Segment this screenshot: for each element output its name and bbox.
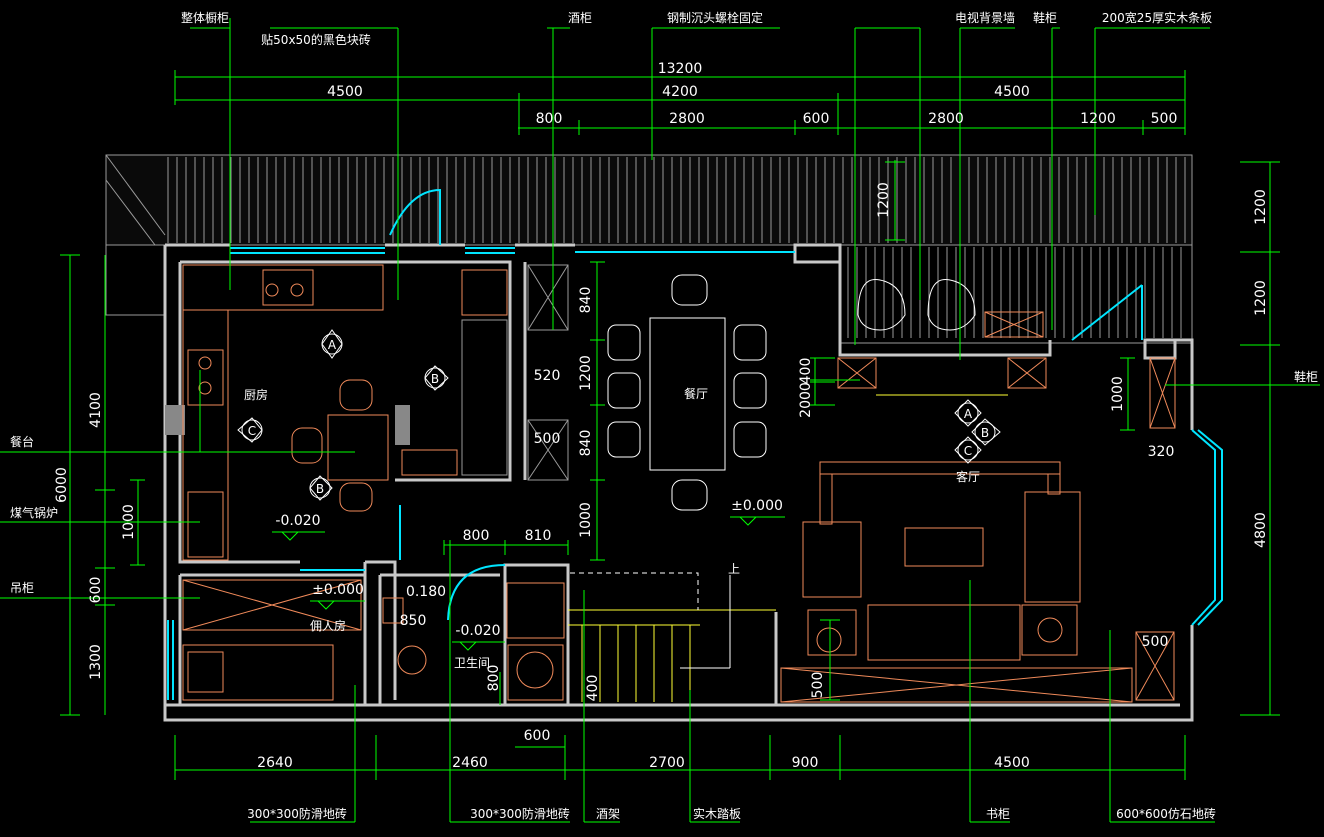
callout-bottom: 实木踏板	[693, 806, 741, 821]
room-bathroom: 卫生间	[454, 656, 490, 670]
stair-up-label: 上	[728, 562, 740, 576]
callout-top: 200宽25厚实木条板	[1102, 10, 1212, 25]
windows	[167, 188, 1223, 700]
dim-inner: 1000	[1110, 376, 1126, 412]
dim-inner: 1200	[876, 182, 892, 218]
dim-bottom: 2640	[257, 755, 293, 771]
dim-top-total: 13200	[658, 61, 703, 77]
dim-inner: 800	[463, 528, 490, 544]
dim-inner: 520	[534, 368, 561, 384]
dim-inner: 840	[578, 287, 594, 314]
callout-top: 鞋柜	[1033, 10, 1057, 25]
marker-label: C	[248, 424, 256, 438]
callout-left: 餐台	[10, 434, 34, 449]
dim-inner: 840	[578, 430, 594, 457]
dimension-text: 13200 4500 4200 4500 800 2800 600 2800 1…	[54, 61, 1269, 771]
dim-top-row3: 2800	[928, 111, 964, 127]
dim-right: 1200	[1253, 280, 1269, 316]
marker-a-living: A	[954, 399, 982, 427]
dim-inner: 1200	[578, 355, 594, 391]
callout-top: 酒柜	[568, 11, 592, 25]
level-dining: ±0.000	[731, 498, 783, 514]
section-markers: A B C B A B C	[237, 329, 1001, 501]
marker-b-living: B	[971, 418, 1001, 446]
dim-bottom: 2700	[649, 755, 685, 771]
level-kitchen: -0.020	[275, 513, 320, 529]
room-dining: 餐厅	[684, 386, 708, 401]
callout-bottom: 600*600仿石地砖	[1116, 806, 1216, 821]
stairs	[568, 572, 776, 702]
dim-inner: 810	[525, 528, 552, 544]
dim-left: 1300	[88, 644, 104, 680]
dim-inner: 500	[1142, 634, 1169, 650]
room-names: 厨房 餐厅 客厅 佣人房 卫生间 上	[244, 386, 980, 670]
marker-b-kitchen-2: B	[309, 475, 333, 501]
dim-bottom: 2460	[452, 755, 488, 771]
callout-top: 钢制沉头螺栓固定	[667, 10, 763, 25]
marker-label: B	[981, 426, 989, 440]
dim-top-row3: 800	[536, 111, 563, 127]
callout-left: 煤气锅炉	[10, 505, 58, 520]
dim-inner: 850	[400, 613, 427, 629]
dim-left: 6000	[54, 467, 70, 503]
dim-inner: 400	[585, 675, 601, 702]
dim-right: 1200	[1253, 189, 1269, 225]
wooden-deck	[105, 154, 1193, 344]
marker-label: A	[964, 407, 973, 421]
callout-left: 吊柜	[10, 581, 34, 595]
dim-inner: 500	[810, 672, 826, 699]
marker-c-living: C	[954, 436, 982, 464]
callout-top: 贴50x50的黑色块砖	[261, 32, 371, 47]
dim-top-row2: 4500	[327, 84, 363, 100]
dim-right: 4800	[1253, 512, 1269, 548]
marker-label: C	[964, 444, 972, 458]
room-servant: 佣人房	[310, 618, 346, 633]
marker-a-kitchen: A	[321, 329, 343, 359]
marker-c-kitchen: C	[237, 417, 263, 443]
callout-top: 整体橱柜	[181, 10, 229, 25]
marker-b-kitchen: B	[424, 365, 449, 391]
level-servant: ±0.000	[312, 582, 364, 598]
dim-inner: 2000	[798, 382, 814, 418]
callout-bottom: 酒架	[596, 807, 620, 821]
callout-bottom: 300*300防滑地砖	[247, 806, 347, 821]
dim-inner: 800	[486, 665, 502, 692]
furniture	[182, 264, 1176, 703]
dim-top-row3: 500	[1151, 111, 1178, 127]
dim-left: 4100	[88, 392, 104, 428]
dim-top-row3: 1200	[1080, 111, 1116, 127]
dim-bottom: 4500	[994, 755, 1030, 771]
callouts: 整体橱柜 贴50x50的黑色块砖 酒柜 钢制沉头螺栓固定 电视背景墙 鞋柜 20…	[10, 10, 1318, 821]
dim-inner: 1000	[578, 502, 594, 538]
dim-bottom-600: 600	[524, 728, 551, 744]
dim-inner: 320	[1148, 444, 1175, 460]
marker-label: A	[328, 338, 337, 352]
callout-bottom: 书柜	[986, 807, 1010, 821]
room-living: 客厅	[956, 469, 980, 484]
level-marks: -0.020 ±0.000 ±0.000 -0.020	[272, 498, 785, 651]
dim-top-row3: 600	[803, 111, 830, 127]
dim-bottom: 900	[792, 755, 819, 771]
dim-inner: 500	[534, 431, 561, 447]
dim-left: 1000	[121, 504, 137, 540]
callout-top: 电视背景墙	[955, 10, 1015, 25]
dim-left: 600	[88, 577, 104, 604]
room-kitchen: 厨房	[244, 387, 268, 402]
level-bathroom: -0.020	[455, 623, 500, 639]
marker-label: B	[431, 372, 439, 386]
dim-inner: 400	[798, 358, 814, 385]
dim-top-row3: 2800	[669, 111, 705, 127]
dim-top-row2: 4500	[994, 84, 1030, 100]
marker-label: B	[316, 482, 324, 496]
callout-bottom: 300*300防滑地砖	[470, 806, 570, 821]
dim-top-row2: 4200	[662, 84, 698, 100]
dimension-lines	[0, 18, 1320, 823]
dim-inner: 0.180	[406, 584, 446, 600]
callout-right: 鞋柜	[1294, 369, 1318, 384]
